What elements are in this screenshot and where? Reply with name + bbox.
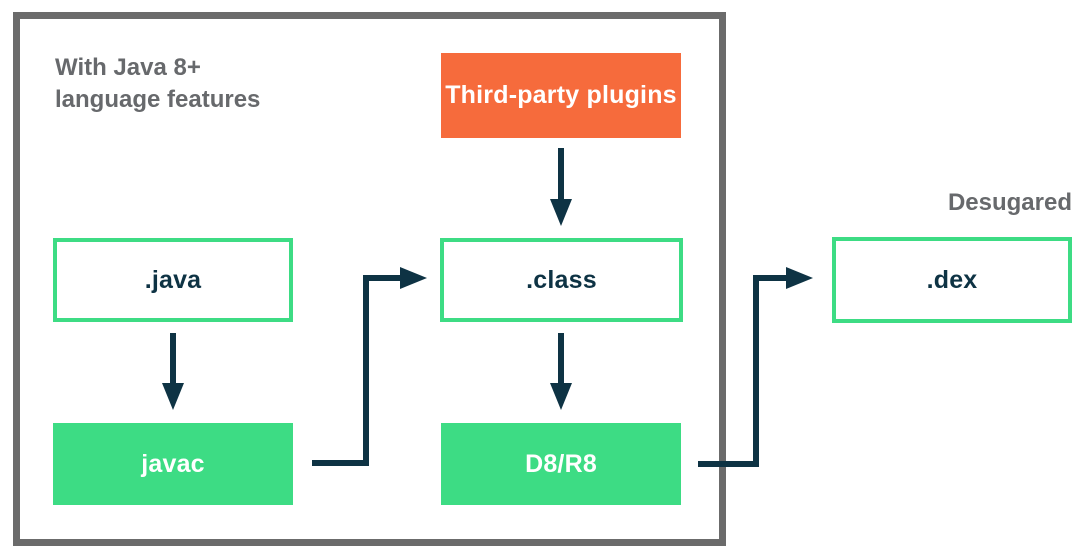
node-java-file-label: .java: [144, 265, 202, 294]
node-d8r8-tool: D8/R8: [441, 423, 681, 505]
node-java-file: .java: [53, 238, 293, 322]
node-class-file-label: .class: [526, 265, 597, 294]
node-javac-tool-label: javac: [141, 449, 205, 478]
node-third-party-plugins: Third-party plugins: [441, 53, 681, 138]
node-dex-file: .dex: [832, 237, 1072, 323]
node-dex-file-label: .dex: [926, 265, 978, 294]
node-javac-tool: javac: [53, 423, 293, 505]
node-class-file: .class: [440, 238, 683, 322]
desugared-label: Desugared: [947, 189, 1072, 216]
node-third-party-plugins-label: Third-party plugins: [445, 81, 677, 109]
java8-features-note: With Java 8+ language features: [55, 54, 261, 113]
node-d8r8-tool-label: D8/R8: [525, 449, 597, 478]
